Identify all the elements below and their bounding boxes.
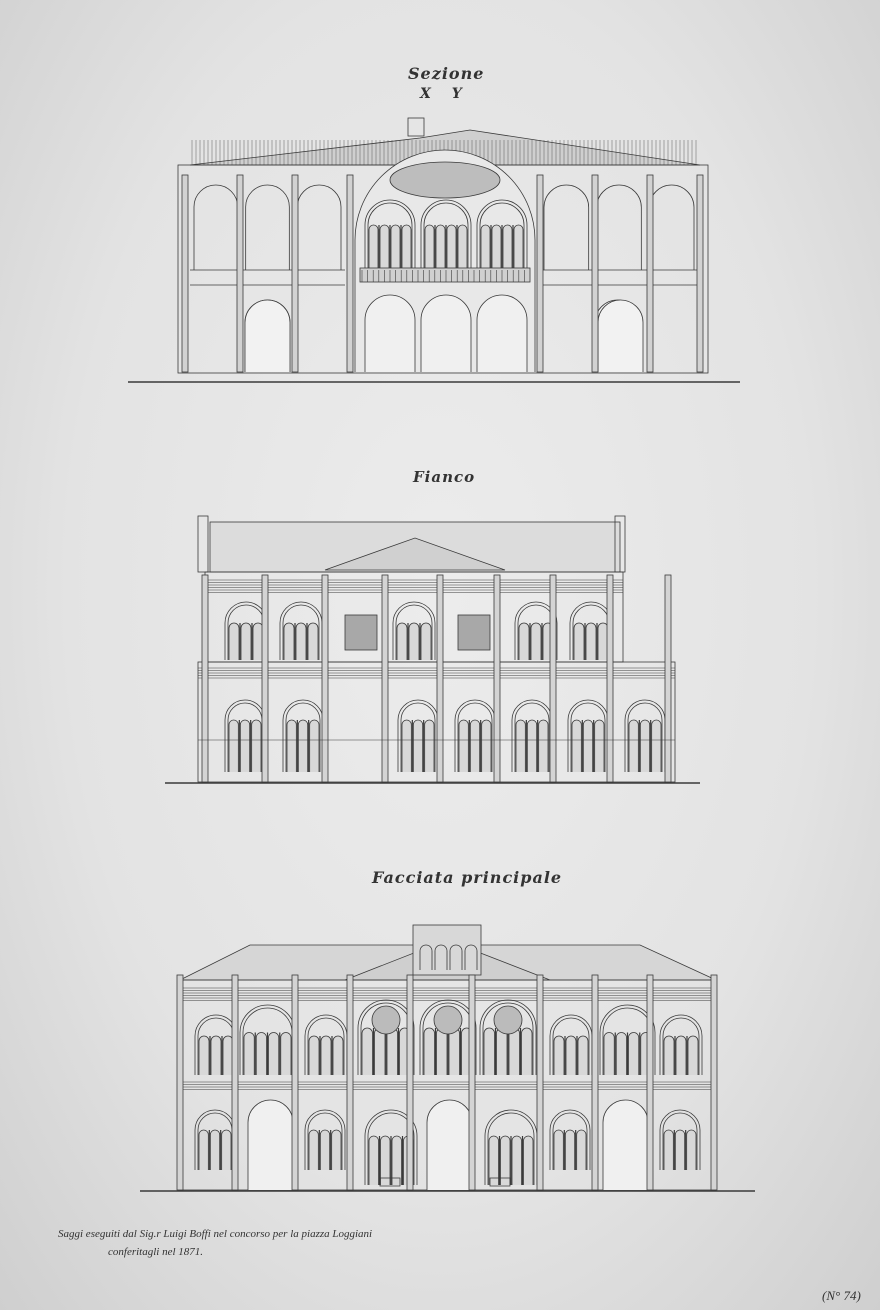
caption-line-1: Saggi eseguiti dal Sig.r Luigi Boffi nel… [58,1228,373,1240]
main-facade-title: Facciata principale [372,868,563,887]
section-title: Sezione [408,64,485,83]
section-subtitle: X Y [420,86,463,102]
side-elevation-drawing [165,515,700,784]
main-facade-drawing [140,924,755,1192]
sheet-number: (N° 74) [822,1288,861,1303]
caption-line-2: conferitagli nel 1871. [108,1246,204,1258]
side-elevation-title: Fianco [413,468,476,486]
section-drawing [128,117,740,383]
